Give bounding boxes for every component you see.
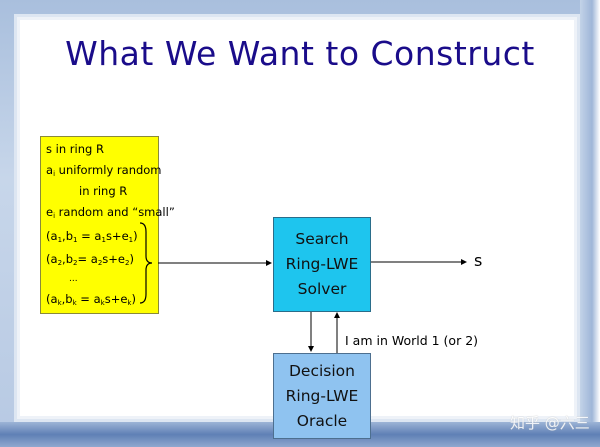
search-ring-lwe-solver-box: Search Ring-LWE Solver [273, 217, 371, 312]
assumption-text: uniformly random [55, 163, 162, 177]
subscript: k [100, 299, 105, 307]
subscript: 1 [101, 236, 106, 244]
var-e: e [46, 205, 54, 219]
subscript: i [53, 212, 56, 220]
sample-pair: (a1,b1 = a1s+e1) [46, 229, 138, 244]
sample-pair: (a2,b2= a2s+e2) [46, 252, 134, 267]
equation-text: ) [131, 292, 136, 306]
curly-brace-icon [139, 222, 153, 304]
box-label-line: Ring-LWE [285, 255, 359, 273]
output-secret-label: s [474, 251, 483, 270]
assumption-line: ei random and “small” [46, 205, 175, 220]
box-label-line: Decision [289, 361, 355, 380]
subscript: k [127, 299, 132, 307]
ellipsis: ... [69, 274, 78, 284]
equation-text: ) [133, 229, 138, 243]
box-label-line: Ring-LWE [285, 386, 359, 405]
equation-text: = a [77, 252, 98, 266]
var-a: a [50, 229, 58, 243]
equation-text: s+e [102, 252, 125, 266]
subscript: i [53, 170, 56, 178]
var-b: b [65, 292, 73, 306]
assumption-text: s in ring R [46, 142, 104, 156]
equation-text: = a [76, 292, 101, 306]
decision-ring-lwe-oracle-box: Decision Ring-LWE Oracle [273, 353, 371, 439]
subscript: 2 [97, 259, 103, 267]
var-a: a [46, 163, 54, 177]
subscript: k [57, 299, 62, 307]
subscript: 1 [57, 236, 63, 244]
oracle-reply-label: I am in World 1 (or 2) [345, 333, 479, 348]
assumption-text: random and “small” [55, 205, 175, 219]
assumption-text: in ring R [79, 184, 128, 198]
box-label-line: Solver [297, 280, 347, 298]
box-label-line: Search [295, 230, 349, 248]
subscript: 1 [73, 236, 78, 244]
subscript: 2 [57, 259, 63, 267]
slide-frame-right-edge [580, 0, 600, 447]
subscript: k [72, 299, 77, 307]
box-label-line: Oracle [296, 411, 348, 430]
var-a: a [50, 252, 58, 266]
equation-text: s+e [104, 292, 128, 306]
slide-title: What We Want to Construct [65, 34, 535, 73]
subscript: 2 [73, 259, 78, 267]
equation-text: ) [129, 252, 134, 266]
watermark: 知乎 @六三 [510, 414, 590, 432]
sample-pair: (ak,bk = aks+ek) [46, 292, 136, 307]
subscript: 1 [128, 236, 134, 244]
equation-text: = a [77, 229, 102, 243]
assumption-line: ai uniformly random [46, 163, 162, 178]
var-b: b [65, 252, 73, 266]
subscript: 2 [124, 259, 130, 267]
assumption-line: s in ring R [46, 142, 104, 156]
equation-text: s+e [105, 229, 129, 243]
assumptions-box: s in ring R ai uniformly random in ring … [40, 136, 175, 314]
var-b: b [65, 229, 73, 243]
assumption-line: in ring R [79, 184, 127, 198]
var-a: a [50, 292, 58, 306]
